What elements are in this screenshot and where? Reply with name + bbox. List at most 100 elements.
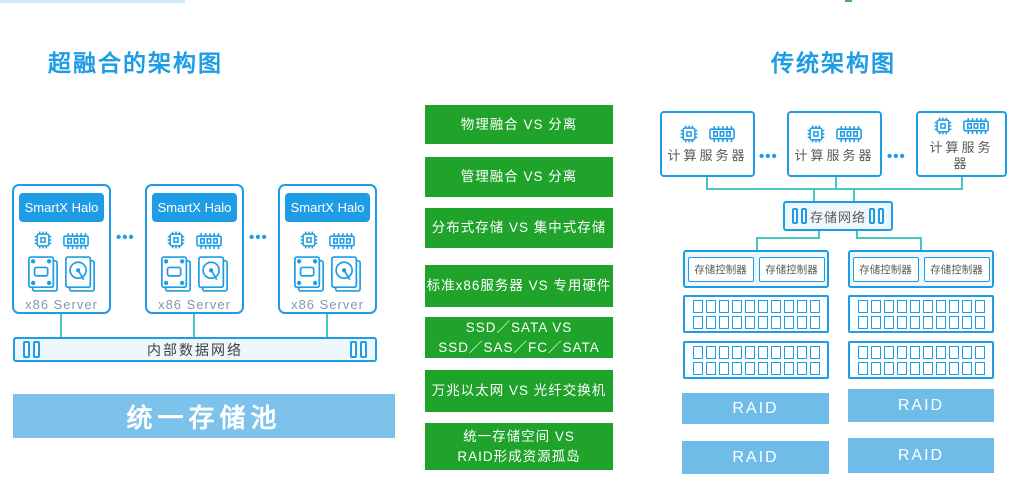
internal-data-network-bar: 内部数据网络	[13, 337, 377, 362]
connector-line	[756, 239, 758, 251]
comparison-item: 统一存储空间 VS RAID形成资源孤岛	[425, 423, 613, 470]
ellipsis-more-servers: •••	[759, 148, 778, 165]
disk-cell	[909, 361, 920, 375]
server-type-label: x86 Server	[291, 297, 364, 312]
connector-line	[326, 314, 328, 338]
raid-box: RAID	[682, 393, 829, 424]
cpu-icon	[166, 230, 186, 250]
disk-cell	[909, 299, 920, 313]
ram-icon	[195, 231, 223, 250]
disk-cell	[809, 315, 820, 329]
ram-icon	[708, 124, 736, 143]
disk-cell	[692, 345, 703, 359]
disk-cell	[974, 345, 985, 359]
disk-cell	[796, 361, 807, 375]
right-section-title: 传统架构图	[771, 50, 896, 76]
disk-cell	[783, 361, 794, 375]
connector-line	[856, 237, 922, 239]
disk-cell	[896, 315, 907, 329]
server-type-label: x86 Server	[158, 297, 231, 312]
hc-server-node: SmartX Halo x86 Server	[145, 184, 244, 314]
comparison-text: SSD／SAS／FC／SATA	[438, 339, 600, 355]
disk-shelf	[683, 295, 829, 333]
ram-icon	[62, 231, 90, 250]
disk-cell	[770, 361, 781, 375]
disk-icons-row	[293, 255, 362, 293]
disk-cell	[883, 361, 894, 375]
server-type-label: x86 Server	[25, 297, 98, 312]
storage-network-label: 存储网络	[809, 209, 866, 225]
disk-cell	[809, 361, 820, 375]
internal-network-label: 内部数据网络	[147, 341, 243, 358]
ram-icon	[328, 231, 356, 250]
disk-cell	[731, 345, 742, 359]
disk-cell	[961, 299, 972, 313]
network-port-icon	[868, 208, 884, 224]
disk-cell	[744, 361, 755, 375]
raid-box: RAID	[848, 389, 994, 422]
disk-cell	[935, 361, 946, 375]
comparison-item: SSD／SATA VS SSD／SAS／FC／SATA	[425, 317, 613, 358]
disk-cell	[796, 315, 807, 329]
ellipsis-more-servers: •••	[116, 229, 135, 246]
disk-cell	[757, 361, 768, 375]
unified-storage-pool-bar: 统一存储池	[13, 394, 395, 438]
storage-controller-group: 存储控制器 存储控制器	[848, 250, 994, 288]
disk-cell	[705, 315, 716, 329]
network-port-icon	[792, 208, 807, 224]
disk-cell	[783, 345, 794, 359]
ellipsis-more-servers: •••	[887, 148, 906, 165]
disk-cell	[731, 299, 742, 313]
disk-cell	[896, 299, 907, 313]
chip-icons-row	[299, 230, 356, 250]
connector-line	[756, 237, 820, 239]
disk-cell	[809, 345, 820, 359]
disk-cell	[692, 361, 703, 375]
comparison-item: 管理融合 VS 分离	[425, 157, 613, 197]
compute-server-label: 计算服务器	[794, 147, 875, 163]
network-port-icon	[23, 341, 40, 358]
disk-cell	[961, 345, 972, 359]
hc-server-node: SmartX Halo x86 Server	[12, 184, 111, 314]
storage-controller: 存储控制器	[852, 256, 919, 282]
network-port-icon	[350, 341, 367, 358]
disk-cell	[744, 345, 755, 359]
disk-cell	[909, 345, 920, 359]
ram-icon	[962, 116, 990, 135]
disk-cell	[757, 315, 768, 329]
disk-cell	[922, 299, 933, 313]
disk-cell	[770, 345, 781, 359]
comparison-item: 物理融合 VS 分离	[425, 105, 613, 144]
server-header-badge: SmartX Halo	[19, 193, 104, 222]
storage-network-box: 存储网络	[783, 201, 893, 231]
disk-cell	[922, 315, 933, 329]
disk-cell	[718, 361, 729, 375]
disk-cell	[770, 299, 781, 313]
disk-cell	[922, 345, 933, 359]
chip-icons-row	[806, 124, 863, 144]
disk-cell	[692, 299, 703, 313]
hc-server-node: SmartX Halo x86 Server	[278, 184, 377, 314]
comparison-text: 分布式存储 VS 集中式存储	[431, 220, 607, 236]
storage-controller: 存储控制器	[687, 256, 754, 282]
raid-box: RAID	[682, 441, 829, 474]
disk-cell	[809, 299, 820, 313]
connector-line	[706, 177, 708, 190]
hdd-disk-icon	[197, 255, 229, 293]
storage-controller: 存储控制器	[923, 256, 990, 282]
disk-icons-row	[160, 255, 229, 293]
top-left-decor-line	[0, 0, 185, 3]
disk-cell	[961, 315, 972, 329]
comparison-text: 管理融合 VS 分离	[460, 169, 578, 185]
connector-line	[706, 188, 963, 190]
disk-cell	[935, 315, 946, 329]
disk-cell	[718, 299, 729, 313]
disk-cell	[705, 299, 716, 313]
disk-cell	[757, 345, 768, 359]
storage-controller: 存储控制器	[758, 256, 825, 282]
compute-server-node: 计算服务器	[787, 111, 882, 177]
disk-cell	[974, 315, 985, 329]
disk-cell	[857, 315, 868, 329]
ssd-disk-icon	[160, 255, 192, 293]
